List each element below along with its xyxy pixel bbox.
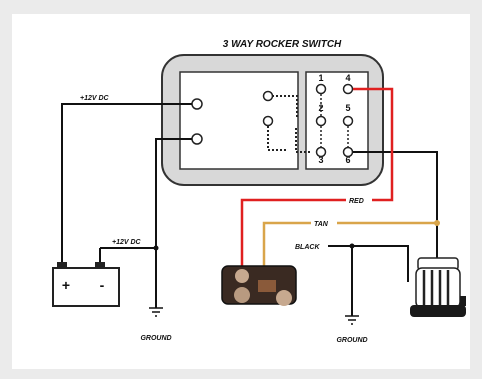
pin-label-4: 4 xyxy=(345,73,350,83)
lamp-terminal-top xyxy=(262,90,274,102)
left-terminal-bottom xyxy=(191,133,203,145)
float-switch-module xyxy=(221,265,297,306)
bilge-pump-icon xyxy=(410,257,466,317)
tan-wire xyxy=(262,221,437,268)
red-wire-label: RED xyxy=(349,198,364,205)
red-wire xyxy=(240,87,394,268)
battery xyxy=(52,267,120,307)
pin-label-5: 5 xyxy=(345,103,350,113)
black-supply-wires xyxy=(61,103,438,316)
tan-label-bg xyxy=(311,218,337,228)
switch-left-panel xyxy=(179,71,299,170)
pin-2 xyxy=(315,115,327,127)
junction-dot-supply xyxy=(153,245,159,251)
battery-plus-sign: + xyxy=(62,277,70,293)
lamp-terminal-bottom xyxy=(262,115,274,127)
ground-label-right: GROUND xyxy=(336,337,367,344)
internal-links xyxy=(267,95,310,153)
diagram-title: 3 WAY ROCKER SWITCH xyxy=(223,39,342,50)
pin-label-6: 6 xyxy=(345,155,350,165)
tan-wire-label: TAN xyxy=(314,221,329,228)
pin-4 xyxy=(342,83,354,95)
junction-dot-black xyxy=(349,243,355,249)
pin-label-3: 3 xyxy=(318,155,323,165)
junction-dot-tan xyxy=(434,220,440,226)
ground-symbol-left xyxy=(149,307,163,317)
pin-5 xyxy=(342,115,354,127)
battery-post-plus xyxy=(57,262,67,268)
pin-jumpers xyxy=(320,94,349,147)
left-terminal-top xyxy=(191,98,203,110)
ground-symbol-right xyxy=(345,315,359,325)
pin-1 xyxy=(315,83,327,95)
supply-label-side: +12V DC xyxy=(112,239,142,246)
switch-pin-panel xyxy=(305,71,369,170)
pin-6 xyxy=(342,146,354,158)
supply-label-top: +12V DC xyxy=(80,95,110,102)
pin-3 xyxy=(315,146,327,158)
battery-minus-sign: - xyxy=(100,277,105,293)
black-wire-label: BLACK xyxy=(295,244,320,251)
black-label-bg xyxy=(292,241,328,251)
battery-post-minus xyxy=(95,262,105,268)
ground-label-left: GROUND xyxy=(140,335,171,342)
red-label-bg xyxy=(346,195,372,205)
pin-label-1: 1 xyxy=(318,73,323,83)
